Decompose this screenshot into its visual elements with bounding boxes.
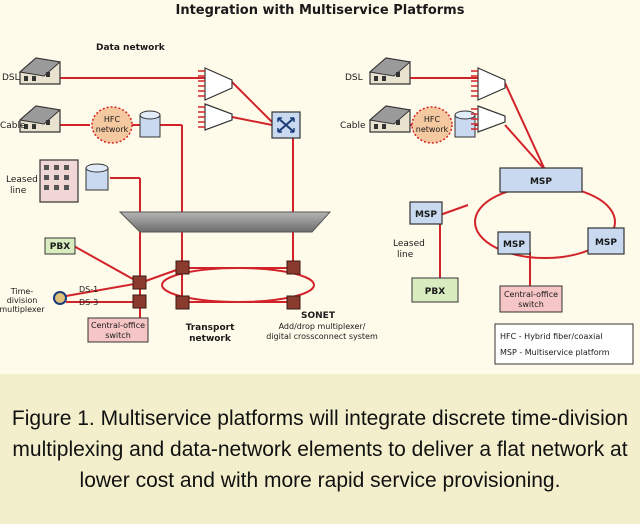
svg-text:MSP: MSP [503,240,525,250]
msp-mid: MSP [497,231,531,255]
data-network-label: Data network [96,43,166,53]
tdm-label-1: Time- [10,287,34,296]
leased-label-left-1: Leased [6,175,38,185]
core-platform-left [118,211,332,233]
pbx-right: PBX [411,277,459,303]
transport-label-2: network [189,334,232,344]
cable-house-left [18,105,62,133]
pbx-left: PBX [44,237,76,255]
legend: HFC - Hybrid fiber/coaxial MSP - Multise… [494,323,634,365]
co-switch-left: Central-office switch [87,317,149,343]
msp-top: MSP [499,167,583,193]
tdm-label-2: division [7,296,38,305]
ds3-label: DS-3 [79,298,98,307]
sonet-label: SONET [301,311,336,321]
data-switch-left [271,111,301,139]
transport-label-1: Transport [186,323,235,333]
svg-text:HFC: HFC [104,115,121,124]
tdm-node-left [53,291,67,305]
svg-text:Central-office: Central-office [504,290,558,299]
svg-text:MSP: MSP [530,177,552,187]
leased-label-right-1: Leased [393,239,425,249]
svg-text:network: network [416,125,449,134]
access-mux-right-2 [471,105,506,133]
router-left-1 [139,110,161,138]
ds1-label: DS-1 [79,285,98,294]
dsl-label-left: DSL [2,73,20,83]
hfc-cloud-left: HFC network [91,106,133,144]
access-mux-right-1 [471,67,506,101]
msp-left: MSP [409,201,443,225]
transport-nodes-left [132,260,301,310]
right-diagram: DSL Cable HFC network [340,57,634,365]
router-left-2 [85,163,109,191]
router-right [454,110,476,138]
caption-text: Figure 1. Multiservice platforms will in… [11,406,629,492]
network-diagram: Data network [0,43,634,365]
leased-label-right-2: line [397,250,414,260]
leased-building-left [39,159,79,203]
leased-label-left-2: line [10,186,27,196]
cable-label-left: Cable [0,121,26,131]
figure-caption: Figure 1. Multiservice platforms will in… [0,374,640,524]
svg-text:PBX: PBX [425,287,445,297]
diagram-panel: Data network [0,20,640,378]
left-links [60,77,315,318]
adm-label-2: digital crossconnect system [266,332,378,341]
dsl-house-right [368,57,412,85]
dsl-house-left [18,57,62,85]
adm-label-1: Add/drop multiplexer/ [279,322,366,331]
left-diagram: Data network [0,43,378,344]
svg-text:PBX: PBX [50,242,70,252]
legend-hfc: HFC - Hybrid fiber/coaxial [500,332,602,341]
cable-label-right: Cable [340,121,366,131]
cable-house-right [368,105,412,133]
svg-text:HFC: HFC [424,115,441,124]
legend-msp: MSP - Multiservice platform [500,348,610,357]
svg-text:network: network [96,125,129,134]
dsl-label-right: DSL [345,73,363,83]
access-mux-left-2 [198,103,233,131]
svg-text:MSP: MSP [415,210,437,220]
svg-text:switch: switch [518,300,544,309]
access-mux-left-1 [198,67,233,101]
svg-text:Central-office: Central-office [91,321,145,330]
co-switch-right: Central-office switch [499,285,563,313]
figure-title: Integration with Multiservice Platforms [175,3,465,18]
msp-right: MSP [587,227,625,255]
svg-text:switch: switch [105,331,131,340]
hfc-cloud-right: HFC network [411,106,453,144]
tdm-label-3: multiplexer [0,305,45,314]
svg-text:MSP: MSP [595,238,617,248]
